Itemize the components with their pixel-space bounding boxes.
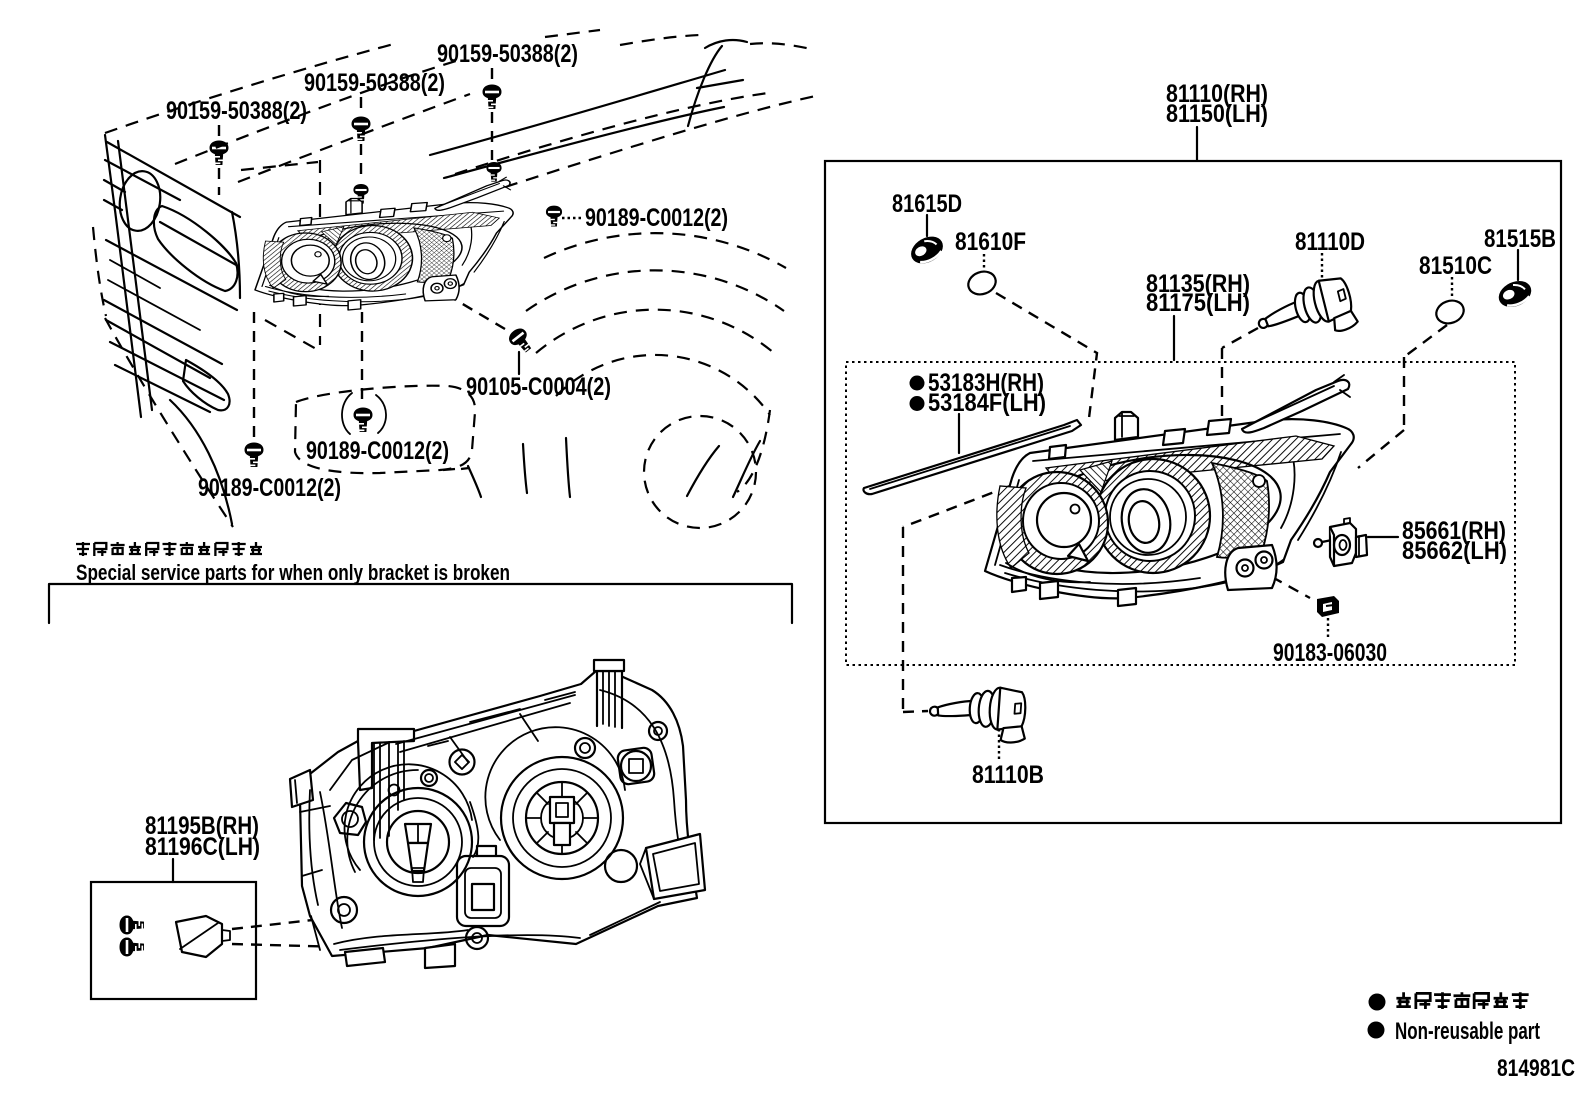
- svg-text:90159-50388(2): 90159-50388(2): [437, 40, 578, 68]
- svg-text:81615D: 81615D: [892, 190, 962, 218]
- svg-text:90189-C0012(2): 90189-C0012(2): [306, 437, 449, 465]
- svg-text:81150(LH): 81150(LH): [1166, 100, 1268, 128]
- svg-text:90105-C0004(2): 90105-C0004(2): [466, 373, 611, 401]
- svg-text:90189-C0012(2): 90189-C0012(2): [585, 204, 728, 232]
- svg-text:81510C: 81510C: [1419, 252, 1492, 280]
- svg-text:81175(LH): 81175(LH): [1146, 289, 1250, 317]
- svg-text:90159-50388(2): 90159-50388(2): [166, 97, 307, 125]
- svg-text:85661(RH): 85661(RH): [1402, 517, 1506, 545]
- svg-text:81110(RH): 81110(RH): [1166, 80, 1268, 108]
- svg-text:81110B: 81110B: [972, 761, 1044, 789]
- svg-text:814981C: 814981C: [1497, 1055, 1575, 1082]
- svg-text:85662(LH): 85662(LH): [1402, 537, 1507, 565]
- svg-text:Non-reusable part: Non-reusable part: [1395, 1018, 1540, 1045]
- svg-text:Special service parts for when: Special service parts for when only brac…: [76, 560, 510, 585]
- svg-text:90183-06030: 90183-06030: [1273, 639, 1387, 667]
- svg-text:81110D: 81110D: [1295, 228, 1365, 256]
- svg-text:81195B(RH): 81195B(RH): [145, 812, 259, 840]
- svg-text:90159-50388(2): 90159-50388(2): [304, 69, 445, 97]
- svg-text:81135(RH): 81135(RH): [1146, 270, 1250, 298]
- svg-text:53183H(RH): 53183H(RH): [928, 369, 1044, 397]
- svg-text:81196C(LH): 81196C(LH): [145, 833, 260, 861]
- svg-text:81515B: 81515B: [1484, 225, 1556, 253]
- svg-text:53184F(LH): 53184F(LH): [928, 389, 1046, 417]
- svg-text:81610F: 81610F: [955, 228, 1026, 256]
